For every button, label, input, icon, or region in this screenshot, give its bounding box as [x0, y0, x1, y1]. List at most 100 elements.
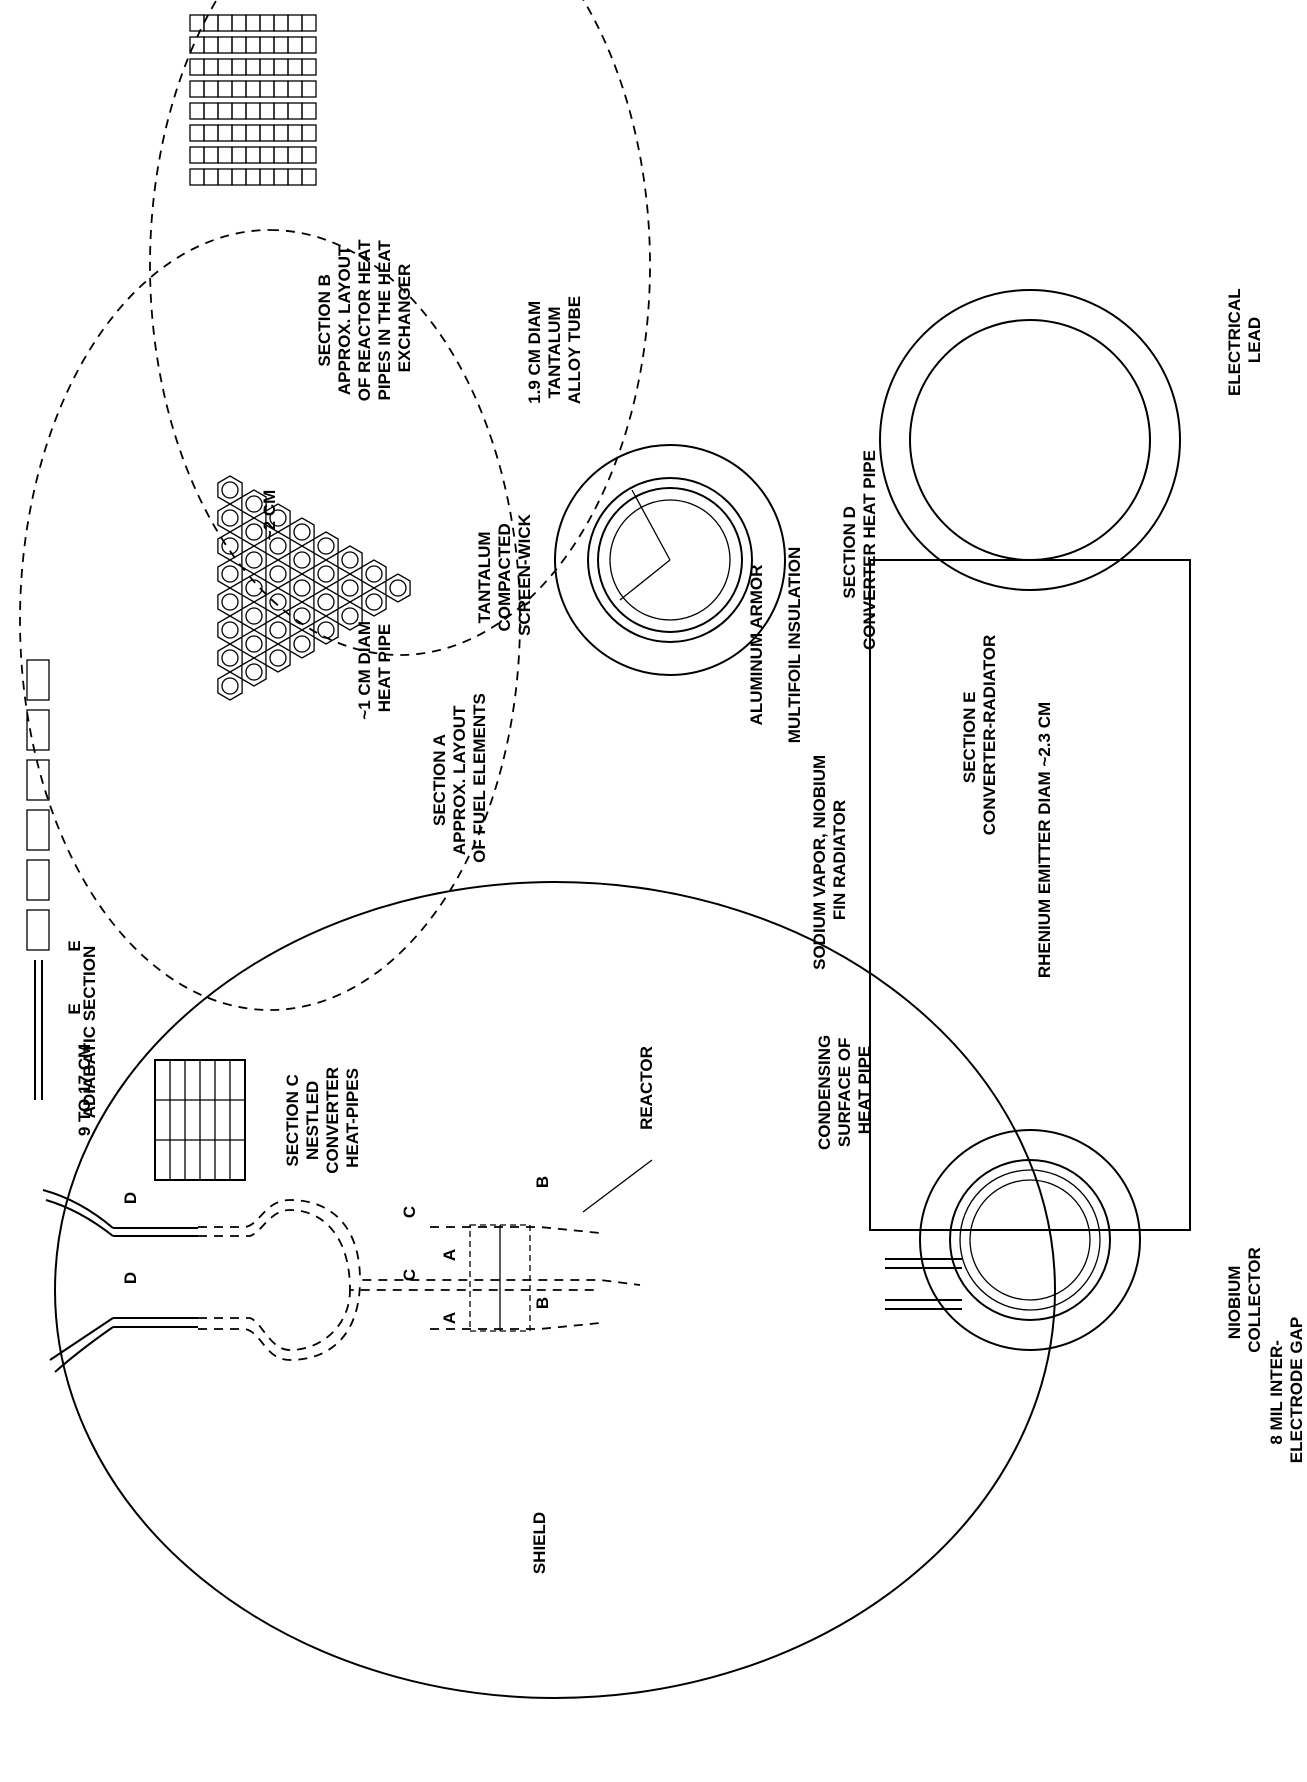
exchanger-pipe — [273, 80, 289, 98]
section-e-label: SECTION E CONVERTER-RADIATOR — [960, 635, 999, 836]
section-e-radiator — [869, 289, 1191, 1351]
section-d-cross-section — [554, 444, 786, 676]
exchanger-pipe — [273, 14, 289, 32]
rhenium-label: RHENIUM EMITTER DIAM ~2.3 CM — [1035, 702, 1054, 978]
exchanger-pipe — [301, 124, 317, 142]
fuel-element-heat-pipe — [293, 607, 311, 625]
exchanger-pipe — [245, 124, 261, 142]
svg-text:C: C — [400, 1206, 419, 1218]
adiabatic-pipe — [26, 659, 50, 1100]
condensing-label: CONDENSING SURFACE OF HEAT PIPE — [815, 1030, 874, 1150]
section-c-grid — [154, 1059, 246, 1181]
fuel-element-heat-pipe — [365, 593, 383, 611]
fuel-element-heat-pipe — [365, 565, 383, 583]
section-c-label: SECTION C NESTLED CONVERTER HEAT-PIPES — [283, 1062, 362, 1173]
exchanger-pipe — [245, 14, 261, 32]
exchanger-pipe — [273, 124, 289, 142]
exchanger-pipe — [259, 102, 275, 120]
svg-text:A: A — [440, 1249, 459, 1261]
fuel-element-heat-pipe — [245, 495, 263, 513]
exchanger-pipe — [245, 146, 261, 164]
exchanger-pipe — [259, 36, 275, 54]
fuel-element-heat-pipe — [317, 621, 335, 639]
niobium-collector-label: NIOBIUM COLLECTOR — [1225, 1247, 1264, 1352]
exchanger-pipe — [259, 146, 275, 164]
sodium-vapor-label: SODIUM VAPOR, NIOBIUM FIN RADIATOR — [810, 750, 849, 970]
fuel-element-heat-pipe — [221, 593, 239, 611]
exchanger-pipe — [287, 124, 303, 142]
exchanger-pipe — [273, 36, 289, 54]
exchanger-pipe — [287, 58, 303, 76]
reactor-label: REACTOR — [637, 1046, 656, 1130]
exchanger-pipe — [217, 36, 233, 54]
exchanger-pipe — [273, 168, 289, 186]
exchanger-pipe — [273, 146, 289, 164]
fuel-element-heat-pipe — [293, 551, 311, 569]
fuel-element-heat-pipe — [341, 607, 359, 625]
fuel-element-heat-pipe — [269, 621, 287, 639]
fuel-element-heat-pipe — [269, 537, 287, 555]
fuel-element-heat-pipe — [341, 579, 359, 597]
fuel-element-heat-pipe — [221, 481, 239, 499]
exchanger-pipe — [287, 36, 303, 54]
exchanger-pipe — [203, 102, 219, 120]
gap-label: 8 MIL INTER- ELECTRODE GAP — [1267, 1317, 1306, 1463]
fuel-element-heat-pipe — [317, 593, 335, 611]
exchanger-pipe — [245, 80, 261, 98]
section-b-label: SECTION B APPROX. LAYOUT OF REACTOR HEAT… — [315, 235, 414, 402]
exchanger-pipe — [217, 58, 233, 76]
fuel-element-heat-pipe — [221, 537, 239, 555]
section-a-hex-grid — [217, 475, 411, 701]
fuel-element-heat-pipe — [221, 565, 239, 583]
exchanger-pipe — [301, 102, 317, 120]
exchanger-pipe — [287, 102, 303, 120]
fuel-element-heat-pipe — [221, 509, 239, 527]
exchanger-pipe — [217, 80, 233, 98]
exchanger-pipe — [287, 80, 303, 98]
exchanger-pipe — [301, 168, 317, 186]
exchanger-pipe — [189, 124, 205, 142]
exchanger-pipe — [231, 146, 247, 164]
exchanger-pipe — [301, 146, 317, 164]
fuel-element-heat-pipe — [245, 607, 263, 625]
exchanger-pipe — [189, 102, 205, 120]
exchanger-pipe — [203, 36, 219, 54]
exchanger-pipe — [273, 102, 289, 120]
exchanger-pipe — [189, 58, 205, 76]
cut-markers: D D C C A A B B E E — [65, 940, 552, 1324]
heat-pipe-bundle — [198, 1199, 641, 1361]
exchanger-pipe — [301, 58, 317, 76]
svg-text:A: A — [440, 1312, 459, 1324]
exchanger-pipe — [259, 124, 275, 142]
exchanger-pipe — [203, 80, 219, 98]
exchanger-pipe — [259, 80, 275, 98]
exchanger-pipe — [217, 146, 233, 164]
exchanger-pipe — [189, 14, 205, 32]
exchanger-pipe — [301, 80, 317, 98]
exchanger-pipe — [231, 102, 247, 120]
svg-text:B: B — [533, 1297, 552, 1309]
section-d-label: SECTION D CONVERTER HEAT PIPE — [840, 450, 879, 650]
exchanger-pipe — [287, 146, 303, 164]
fuel-element-heat-pipe — [245, 579, 263, 597]
svg-text:E: E — [65, 940, 84, 951]
svg-text:B: B — [533, 1176, 552, 1188]
multifoil-label: MULTIFOIL INSULATION — [785, 547, 804, 743]
shield-penetration — [42, 1189, 198, 1373]
exchanger-pipe — [217, 14, 233, 32]
tantalum-wick-label: TANTALUM COMPACTED SCREEN-WICK — [475, 513, 534, 636]
exchanger-pipe — [245, 102, 261, 120]
section-b-circle — [149, 0, 651, 656]
fuel-element-heat-pipe — [245, 635, 263, 653]
fuel-element-heat-pipe — [245, 523, 263, 541]
exchanger-pipe — [231, 80, 247, 98]
exchanger-pipe — [217, 124, 233, 142]
exchanger-pipe — [189, 80, 205, 98]
aluminum-armor-label: ALUMINUM ARMOR — [747, 565, 766, 726]
exchanger-pipe — [245, 168, 261, 186]
exchanger-pipe — [259, 58, 275, 76]
fuel-element-heat-pipe — [341, 551, 359, 569]
fuel-element-heat-pipe — [293, 579, 311, 597]
fuel-element-heat-pipe — [269, 565, 287, 583]
